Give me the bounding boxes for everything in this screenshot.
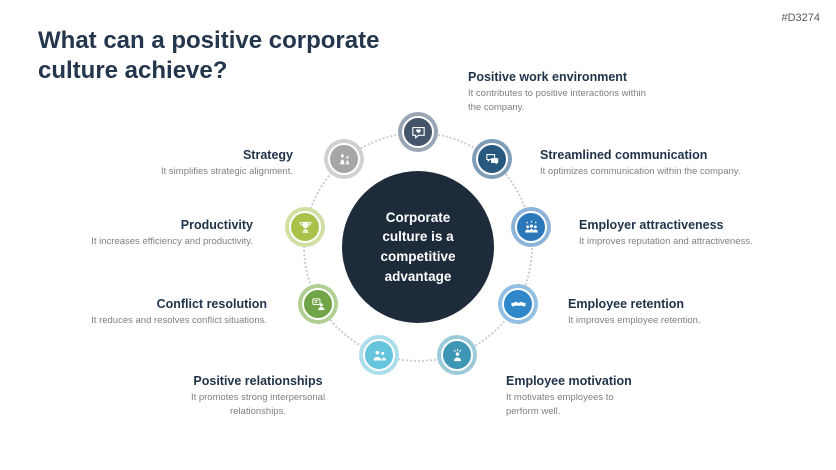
item-label: Employer attractiveness: [579, 218, 724, 232]
item-block-positive-work-environment: Positive work environment It contributes…: [468, 70, 653, 115]
trophy-icon: [289, 211, 321, 243]
item-block-productivity: Productivity It increases efficiency and…: [43, 218, 253, 249]
item-label: Positive work environment: [468, 70, 628, 84]
node-conflict-resolution: [298, 284, 338, 324]
item-label: Conflict resolution: [156, 297, 267, 311]
slide-id-tag: #D3274: [781, 12, 820, 24]
chat-bubbles-icon: [476, 143, 508, 175]
node-productivity: [285, 207, 325, 247]
node-streamlined-communication: [472, 139, 512, 179]
item-label: Employee motivation: [506, 374, 632, 388]
item-block-employer-attractiveness: Employer attractiveness It improves repu…: [579, 218, 789, 249]
item-label: Productivity: [180, 218, 253, 232]
node-strategy: [324, 139, 364, 179]
item-description: It promotes strong interpersonal relatio…: [190, 392, 326, 417]
node-positive-work-environment: [398, 112, 438, 152]
handshake-icon: [502, 288, 534, 320]
node-employee-motivation: [437, 335, 477, 375]
item-block-strategy: Strategy It simplifies strategic alignme…: [83, 148, 293, 179]
speech-heart-icon: [402, 116, 434, 148]
team-stars-icon: [515, 211, 547, 243]
node-positive-relationships: [359, 335, 399, 375]
item-description: It optimizes communication within the co…: [540, 166, 741, 177]
mediation-icon: [302, 288, 334, 320]
item-label: Streamlined communication: [540, 148, 708, 162]
node-employer-attractiveness: [511, 207, 551, 247]
motivated-person-icon: [441, 339, 473, 371]
people-icon: [363, 339, 395, 371]
center-statement-circle: Corporate culture is a competitive advan…: [342, 171, 494, 323]
item-block-streamlined-communication: Streamlined communication It optimizes c…: [540, 148, 780, 179]
chess-pawns-icon: [328, 143, 360, 175]
item-description: It reduces and resolves conflict situati…: [91, 315, 267, 326]
node-employee-retention: [498, 284, 538, 324]
item-description: It motivates employees to perform well.: [506, 392, 614, 417]
item-block-conflict-resolution: Conflict resolution It reduces and resol…: [47, 297, 267, 328]
item-label: Employee retention: [568, 297, 684, 311]
item-label: Strategy: [242, 148, 293, 162]
center-statement-text: Corporate culture is a competitive advan…: [380, 209, 456, 284]
item-block-employee-motivation: Employee motivation It motivates employe…: [506, 374, 641, 419]
item-label: Positive relationships: [193, 374, 323, 388]
item-description: It improves employee retention.: [568, 315, 701, 326]
item-description: It simplifies strategic alignment.: [161, 166, 293, 177]
page-title: What can a positive corporate culture ac…: [38, 27, 380, 84]
item-block-positive-relationships: Positive relationships It promotes stron…: [183, 374, 333, 419]
item-description: It increases efficiency and productivity…: [91, 236, 253, 247]
item-description: It improves reputation and attractivenes…: [579, 236, 753, 247]
item-block-employee-retention: Employee retention It improves employee …: [568, 297, 758, 328]
item-description: It contributes to positive interactions …: [468, 88, 646, 113]
